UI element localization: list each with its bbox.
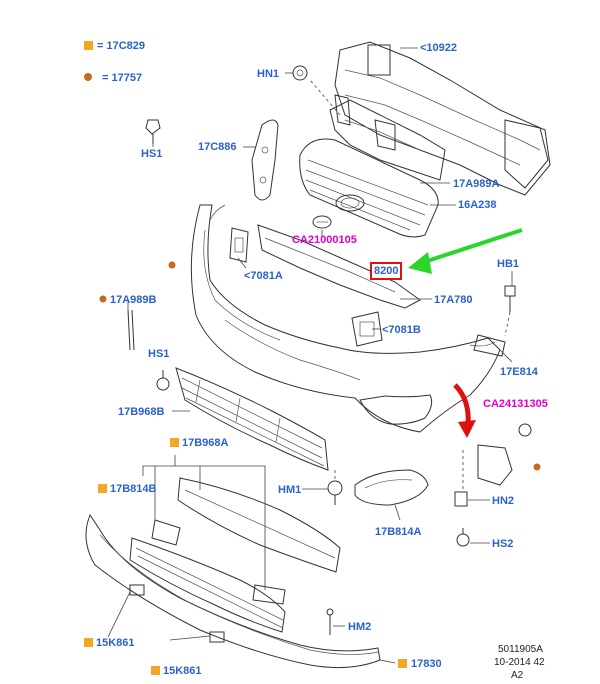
label-8200-highlighted: 8200 <box>370 262 403 280</box>
label-17a780: 17A780 <box>434 294 473 306</box>
label-17b968a: 17B968A <box>182 437 229 449</box>
marker-dots <box>99 261 541 471</box>
emblem <box>312 215 332 229</box>
clip-hm2 <box>326 608 334 635</box>
legend-dot-marker <box>84 73 92 81</box>
lower-absorber <box>257 224 421 309</box>
red-arrow <box>453 383 476 438</box>
radiator-grille <box>299 138 439 238</box>
label-10922: <10922 <box>420 42 458 54</box>
footer-date: 10-2014 42 <box>494 657 545 668</box>
bolt-17a989b <box>127 309 135 351</box>
label-15k861-left: 15K861 <box>96 637 135 649</box>
marker-square-17830 <box>398 659 407 668</box>
side-bracket-17c886 <box>251 119 279 201</box>
bumper-reinforcement-beam <box>334 41 551 196</box>
label-ca24131305: CA24131305 <box>483 398 548 410</box>
marker-dot-right <box>533 463 541 471</box>
bumper-cover <box>190 204 501 433</box>
label-hn1: HN1 <box>257 68 280 80</box>
label-hs1-top: HS1 <box>141 148 163 160</box>
marker-square-15k861-left <box>84 638 93 647</box>
lower-spoiler-17830 <box>85 513 381 669</box>
marker-dot-left <box>168 261 176 269</box>
label-17830: 17830 <box>411 658 442 670</box>
screw-hs1-mid <box>156 370 170 391</box>
bolt-hb1 <box>504 285 516 312</box>
lower-grille-17b968b <box>175 367 329 471</box>
clip-15k861-left <box>129 584 145 596</box>
label-7081b: <7081B <box>382 324 421 336</box>
label-hn2: HN2 <box>492 495 515 507</box>
label-17b814a: 17B814A <box>375 526 422 538</box>
marker-square-17b814b <box>98 484 107 493</box>
label-hs2: HS2 <box>492 538 514 550</box>
clip-15k861-bottom <box>209 631 225 643</box>
foglamp-housing <box>477 423 532 486</box>
marker-dot-17a989b <box>99 295 107 303</box>
upper-absorber <box>329 99 446 181</box>
label-hs1-mid: HS1 <box>148 348 170 360</box>
legend-square-marker <box>84 41 93 50</box>
green-arrow <box>408 228 523 274</box>
label-17a989b: 17A989B <box>110 294 157 306</box>
label-17b814b: 17B814B <box>110 483 157 495</box>
bracket-17e814 <box>473 334 506 357</box>
label-15k861-bottom: 15K861 <box>163 665 202 677</box>
label-hm1: HM1 <box>278 484 302 496</box>
legend-square-label: = 17C829 <box>97 40 146 52</box>
bracket-7081a <box>229 227 249 263</box>
footer-code: 5011905A <box>498 644 543 655</box>
label-7081a: <7081A <box>244 270 283 282</box>
label-ca21000105: CA21000105 <box>292 234 357 246</box>
footer-rev: A2 <box>511 670 524 681</box>
legend-dot-label: = 17757 <box>102 72 143 84</box>
lower-grille-carrier-17b968a <box>151 477 341 605</box>
label-17b968b: 17B968B <box>118 406 165 418</box>
label-17c886: 17C886 <box>198 141 237 153</box>
marker-square-17b968a <box>170 438 179 447</box>
lower-mesh <box>129 537 286 633</box>
screw-hs2 <box>456 528 470 547</box>
foglamp-bezel-17b814a <box>354 469 429 506</box>
legend-square: = 17C829 <box>84 40 145 52</box>
nut-hn2 <box>454 491 468 507</box>
label-hm2: HM2 <box>348 621 372 633</box>
label-hb1: HB1 <box>497 258 520 270</box>
marker-square-15k861-bottom <box>151 666 160 675</box>
clip-hm1 <box>327 480 343 505</box>
screw-hs1-top <box>145 119 161 144</box>
leader-lines <box>107 47 513 664</box>
legend-dot: = 17757 <box>84 72 142 84</box>
marker-squares <box>84 438 407 675</box>
label-16a238: 16A238 <box>458 199 497 211</box>
label-17e814: 17E814 <box>500 366 538 378</box>
label-17a989a: 17A989A <box>453 178 500 190</box>
nut-hn1 <box>292 65 308 81</box>
